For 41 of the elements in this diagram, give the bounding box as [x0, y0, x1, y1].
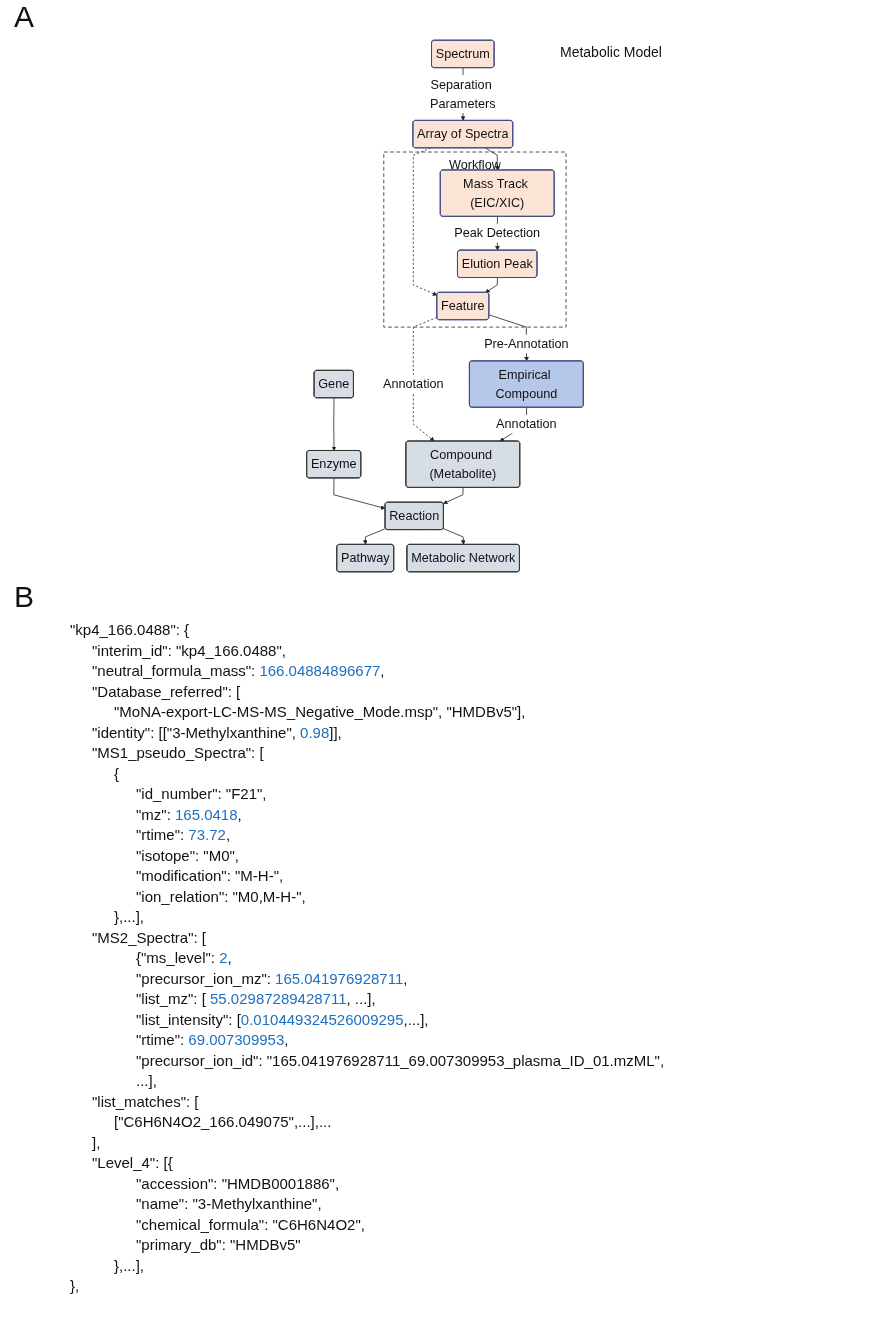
code-line: "MoNA-export-LC-MS-MS_Negative_Mode.msp", "HMDBv5"],: [113, 702, 527, 722]
code-line: "MS1_pseudo_Spectra": [: [91, 743, 265, 763]
edge-label: Annotation: [496, 416, 557, 431]
code-line: "name": "3-Methylxanthine",: [135, 1194, 323, 1214]
code-line: "Level_4": [{: [91, 1153, 174, 1173]
code-line: "neutral_formula_mass": 166.04884896677,: [91, 661, 386, 681]
code-line: "isotope": "M0",: [135, 845, 240, 866]
code-line: "MS2_Spectra": [: [91, 927, 208, 948]
code-line: "list_mz": [ 55.02987289428711, ...],: [135, 989, 377, 1009]
code-line: "ion_relation": "M0,M-H-",: [135, 886, 307, 907]
code-line: "interim_id": "kp4_166.0488",: [91, 640, 287, 661]
code-line: "kp4_166.0488": {: [70, 620, 191, 640]
code-line: {: [113, 763, 120, 784]
code-line: "identity": [["3-Methylxanthine", 0.98]],: [91, 722, 343, 743]
code-line: "list_intensity": [0.010449324526009295,...],: [135, 1009, 430, 1030]
code-line: "accession": "HMDB0001886",: [135, 1173, 341, 1194]
code-line: },...],: [113, 907, 145, 927]
group-heading: Metabolic Model: [560, 44, 662, 60]
code-line: "modification": "M-H-",: [135, 866, 285, 886]
code-line: "list_matches": [: [91, 1091, 200, 1112]
code-line: "Database_referred": [: [91, 681, 242, 702]
code-line: "primary_db": "HMDBv5": [135, 1235, 302, 1255]
code-line: "rtime": 73.72,: [135, 825, 232, 845]
code-line: "mz": 165.0418,: [135, 804, 243, 825]
code-line: ["C6H6N4O2_166.049075",...],...: [113, 1112, 333, 1132]
code-line: },: [70, 1276, 81, 1296]
panel-label: A: [14, 0, 34, 34]
code-line: "precursor_ion_id": "165.041976928711_69.007309953_plasma_ID_01.mzML",: [135, 1050, 665, 1071]
code-line: "id_number": "F21",: [135, 784, 268, 804]
code-line: {"ms_level": 2,: [135, 948, 233, 968]
code-line: "rtime": 69.007309953,: [135, 1030, 290, 1050]
edge-label: Annotation: [383, 376, 444, 391]
edge-label: Pre-Annotation: [484, 336, 569, 351]
code-line: "chemical_formula": "C6H6N4O2",: [135, 1214, 366, 1235]
code-line: "precursor_ion_mz": 165.041976928711,: [135, 968, 409, 989]
code-line: ...],: [135, 1071, 158, 1091]
code-line: ],: [91, 1132, 102, 1153]
panel-label: B: [14, 580, 34, 614]
code-line: },...],: [113, 1255, 145, 1276]
edge-label: Separation Parameters: [430, 77, 496, 111]
edge-label: Peak Detection: [454, 225, 541, 241]
